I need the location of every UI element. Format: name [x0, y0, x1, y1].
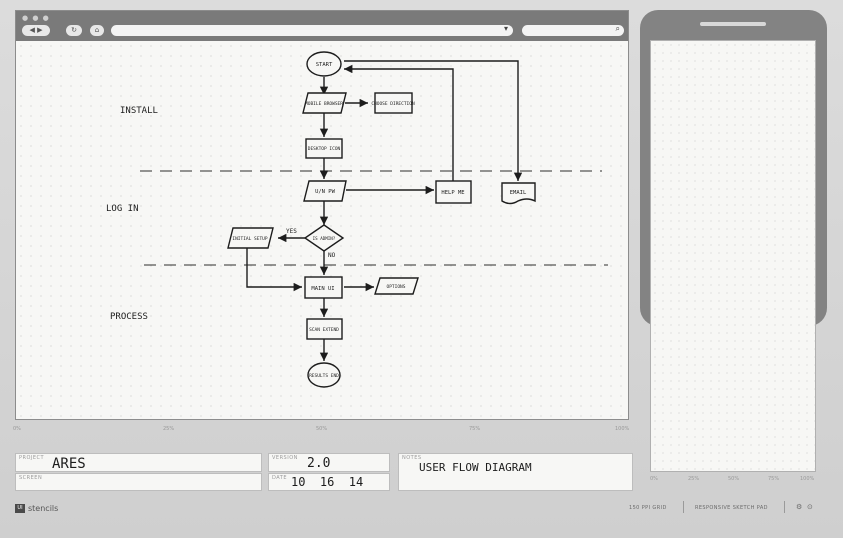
- date-field[interactable]: DATE 10 16 14: [268, 473, 390, 491]
- node-options: [374, 277, 419, 295]
- node-email-label: EMAIL: [510, 190, 527, 196]
- back-forward-button[interactable]: ◀ ▶: [22, 25, 50, 36]
- node-mobile-browser: [302, 92, 347, 114]
- node-choose-direction-label: CHOOSE DIRECTION: [371, 101, 415, 107]
- divider: [683, 501, 684, 513]
- search-icon: ⌕: [615, 24, 620, 33]
- settings-icon: ⚙: [796, 503, 803, 511]
- back-icon[interactable]: ◀: [29, 26, 35, 34]
- project-field[interactable]: PROJECT ARES: [15, 453, 262, 472]
- node-results-end-label: RESULTS END: [309, 373, 339, 379]
- version-value: 2.0: [307, 456, 331, 471]
- node-scan-extend: [306, 318, 343, 340]
- phone-ruler: 0% 25% 50% 75% 100%: [650, 476, 814, 486]
- section-label-install: INSTALL: [120, 106, 158, 116]
- node-main-ui: [304, 276, 343, 299]
- node-email: [501, 182, 536, 205]
- node-choose-direction: [374, 92, 413, 114]
- width-ruler: 0% 25% 50% 75% 100%: [13, 426, 630, 436]
- search-input[interactable]: ⌕: [522, 24, 624, 36]
- node-un-pw-label: U/N PW: [315, 189, 336, 195]
- grid-info: 150 PPI GRID: [629, 505, 667, 511]
- node-results-end: [307, 362, 341, 388]
- edge: [344, 60, 523, 181]
- notes-field[interactable]: NOTES USER FLOW DIAGRAM: [398, 453, 633, 491]
- ruler-tick: 100%: [615, 426, 630, 432]
- chevron-down-icon[interactable]: ▾: [503, 24, 508, 33]
- phone-screen: [650, 40, 816, 472]
- ruler-tick: 0%: [650, 476, 658, 482]
- node-initial-setup-label: INITIAL SETUP: [232, 236, 268, 242]
- node-un-pw: [303, 180, 347, 202]
- node-initial-setup: [227, 227, 274, 249]
- section-label-login: LOG IN: [106, 204, 139, 214]
- ruler-tick: 75%: [768, 476, 780, 482]
- drawing-canvas: INSTALL LOG IN PROCESS YES: [16, 41, 628, 419]
- ruler-tick: 50%: [728, 476, 740, 482]
- ruler-tick: 0%: [13, 426, 21, 432]
- node-scan-extend-label: SCAN EXTEND: [309, 327, 339, 333]
- project-value: ARES: [52, 456, 86, 472]
- node-start-label: START: [316, 62, 333, 68]
- ruler-tick: 50%: [316, 426, 328, 432]
- refresh-button[interactable]: ↻: [66, 25, 82, 36]
- node-is-admin: [303, 224, 345, 252]
- screen-label: SCREEN: [19, 475, 43, 481]
- screen-field[interactable]: SCREEN: [15, 473, 262, 491]
- divider: [784, 501, 785, 513]
- date-label: DATE: [272, 475, 288, 481]
- node-desktop-icon-label: DESKTOP ICON: [308, 146, 341, 152]
- edge-label-yes: YES: [286, 228, 297, 235]
- node-desktop-icon: [305, 138, 343, 159]
- notes-label: NOTES: [402, 455, 422, 461]
- pad-info: RESPONSIVE SKETCH PAD: [695, 505, 768, 511]
- node-help-me: [435, 180, 472, 204]
- home-icon: ⌂: [94, 26, 100, 34]
- window-controls: ● ● ●: [22, 14, 50, 22]
- version-field[interactable]: VERSION 2.0: [268, 453, 390, 472]
- ruler-tick: 25%: [688, 476, 700, 482]
- version-label: VERSION: [272, 455, 298, 461]
- node-mobile-browser-label: MOBILE BROWSER: [305, 101, 343, 107]
- edge-label-no: NO: [328, 252, 336, 259]
- uistencils-logo: UI stencils: [15, 503, 58, 513]
- date-value: 10 16 14: [291, 475, 364, 489]
- notes-value: USER FLOW DIAGRAM: [419, 461, 532, 474]
- url-bar[interactable]: ▾: [111, 24, 513, 36]
- ruler-tick: 25%: [163, 426, 175, 432]
- node-main-ui-label: MAIN UI: [311, 286, 334, 292]
- forward-icon[interactable]: ▶: [37, 26, 43, 34]
- info-icon: ⊙: [807, 503, 814, 511]
- browser-toolbar: ● ● ● ◀ ▶ ↻ ⌂ ▾ ⌕: [16, 11, 628, 41]
- node-is-admin-label: IS ADMIN?: [313, 236, 336, 241]
- section-label-process: PROCESS: [110, 312, 148, 322]
- node-options-label: OPTIONS: [387, 284, 406, 290]
- home-button[interactable]: ⌂: [90, 25, 104, 36]
- edge: [344, 64, 454, 181]
- ruler-tick: 100%: [800, 476, 815, 482]
- edge: [246, 248, 302, 292]
- ruler-tick: 75%: [469, 426, 481, 432]
- node-help-me-label: HELP ME: [441, 190, 464, 196]
- phone-speaker: [700, 22, 766, 26]
- project-label: PROJECT: [19, 455, 45, 461]
- logo-text: stencils: [28, 503, 59, 513]
- logo-mark: UI: [15, 503, 25, 513]
- flow-diagram: INSTALL LOG IN PROCESS YES: [106, 51, 608, 388]
- refresh-icon: ↻: [71, 26, 77, 34]
- browser-window: ● ● ● ◀ ▶ ↻ ⌂ ▾ ⌕: [15, 10, 629, 420]
- node-start: [306, 51, 342, 77]
